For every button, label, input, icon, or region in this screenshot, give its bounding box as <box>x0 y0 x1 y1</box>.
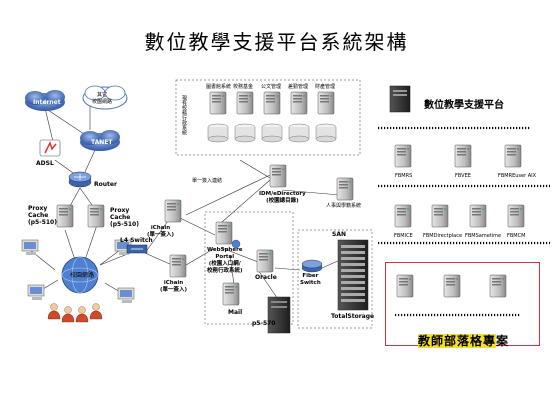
internet-label: Internet <box>33 99 61 106</box>
user-person-icon <box>75 306 89 323</box>
router-icon <box>68 171 92 188</box>
oracle-server-icon <box>256 249 274 273</box>
fbmsametime-server-icon <box>469 204 487 228</box>
fbmrs-server-icon <box>394 144 412 168</box>
fbvee-server-icon <box>454 144 472 168</box>
admin-system-label-0: 圖書館系統 <box>206 84 232 90</box>
user-person-icon <box>89 303 103 320</box>
total-storage-label: TotalStorage <box>331 313 375 320</box>
oracle-label: Oracle <box>255 274 277 281</box>
server-row1-label-1: FBVEE <box>455 173 471 179</box>
ichain-server-icon <box>164 199 182 223</box>
other-campus-cloud-icon <box>82 85 128 110</box>
idm-label: IDM/eDirectory (校園總目錄) <box>259 191 306 204</box>
adsl-modem-icon <box>39 139 61 157</box>
admin-system-database-icon <box>234 123 256 143</box>
websphere-globe-icon <box>231 239 241 249</box>
admin-system-database-icon <box>261 123 283 143</box>
tanet-label: TANET <box>91 139 113 146</box>
platform-title: 數位教學支援平台 <box>424 100 504 111</box>
websphere-label: WebSphere Portal (校園入口網/ 校務行政系統) <box>207 247 243 274</box>
hr-system-label: 人事與學籍系統 <box>326 203 362 209</box>
mail-label: Mail <box>228 309 243 316</box>
p5-570-label: p5-570 <box>252 320 276 327</box>
proxy-cache-right-label: Proxy Cache (p5-510) <box>110 207 139 228</box>
campus-admin-systems-label: 現有校務行政系統 <box>181 95 187 135</box>
san-box <box>297 229 373 329</box>
proxy-cache-server-icon <box>87 204 105 228</box>
client-computer-icon <box>117 287 135 303</box>
server-row2-label-0: FBMICE <box>394 233 413 239</box>
platform-server-icon <box>389 85 411 113</box>
admin-system-database-icon <box>288 123 310 143</box>
proxy-cache-server-icon <box>56 204 74 228</box>
internet-cloud-icon <box>25 90 65 111</box>
admin-system-label-3: 差勤管理 <box>288 84 309 90</box>
server-row1-label-0: FBMRS <box>395 173 413 179</box>
admin-systems-box <box>175 79 361 156</box>
admin-system-label-2: 公文管理 <box>261 84 282 90</box>
other-campus-label: 其它 校園網路 <box>92 92 113 105</box>
fbmice-server-icon <box>394 204 412 228</box>
blog-project-label: 教師部落格專案 <box>418 332 509 349</box>
server-row2-label-2: FBMSametime <box>465 233 502 239</box>
ichain-top-label: iChain (單一簽入) <box>147 225 175 238</box>
user-person-icon <box>47 303 61 320</box>
proxy-cache-left-label: Proxy Cache (p5-510) <box>28 205 57 226</box>
admin-system-server-icon <box>236 91 254 115</box>
router-label: Router <box>94 181 117 188</box>
user-person-icon <box>61 306 75 323</box>
hr-system-server-icon <box>336 177 354 201</box>
websphere-portal-server-icon <box>215 221 233 245</box>
ichain-server-icon <box>169 254 187 278</box>
fbmreuser-server-icon <box>504 144 522 168</box>
ichain-bottom-label: iChain (單一簽入) <box>160 280 188 293</box>
fbmdirectplace-server-icon <box>431 204 449 228</box>
server-row2-label-3: FBMCM <box>507 233 526 239</box>
admin-system-server-icon <box>290 91 308 115</box>
client-computer-icon <box>21 239 39 255</box>
single-signon-label: 單一簽入連結 <box>192 178 223 184</box>
adsl-label: ADSL <box>36 160 54 167</box>
server-row1-label-2: FBMREuser AIX <box>498 173 537 179</box>
l4-switch-label: L4 Switch <box>120 237 153 244</box>
blog-project-suffix: 案 <box>496 334 510 348</box>
admin-system-server-icon <box>263 91 281 115</box>
admin-system-server-icon <box>317 91 335 115</box>
admin-system-label-4: 財產管理 <box>315 84 336 90</box>
idm-server-icon <box>269 164 287 188</box>
fbmcm-server-icon <box>507 204 525 228</box>
server-row2-label-1: FBMDirectplace <box>423 233 463 239</box>
total-storage-icon <box>337 239 369 311</box>
fiber-switch-icon <box>301 259 323 273</box>
admin-system-label-1: 校務基金 <box>233 84 254 90</box>
client-computer-icon <box>27 284 45 300</box>
websphere-box <box>204 211 294 325</box>
p5-570-server-icon <box>267 296 291 334</box>
campus-network-globe-icon <box>61 256 99 294</box>
page-title: 數位教學支援平台系統架構 <box>144 30 409 54</box>
tanet-cloud-icon <box>80 130 120 151</box>
campus-network-label: 校園網路 <box>70 272 95 279</box>
blog-project-highlight: 教師部落格專 <box>418 334 497 348</box>
admin-system-database-icon <box>207 123 229 143</box>
l4-switch-icon <box>126 244 148 254</box>
san-label: SAN <box>332 231 346 238</box>
admin-system-server-icon <box>209 91 227 115</box>
fiber-switch-label: Fiber Switch <box>300 273 321 286</box>
admin-system-database-icon <box>315 123 337 143</box>
mail-server-icon <box>222 282 240 306</box>
